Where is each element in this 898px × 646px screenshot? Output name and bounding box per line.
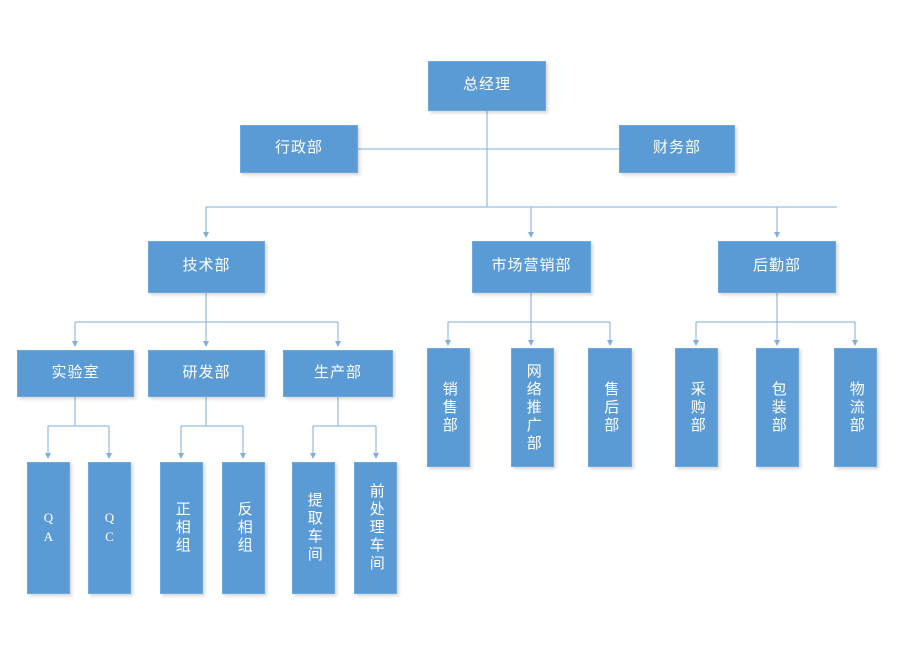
node-packaging-dept[interactable]: 包装部 <box>756 348 799 467</box>
node-qc[interactable]: Q C <box>88 462 131 594</box>
node-administration-dept[interactable]: 行政部 <box>240 125 358 173</box>
node-reverse-phase-group[interactable]: 反相组 <box>222 462 265 594</box>
node-extraction-workshop[interactable]: 提取车间 <box>292 462 335 594</box>
node-after-sales-dept[interactable]: 售后部 <box>588 348 632 467</box>
node-marketing-dept[interactable]: 市场营销部 <box>472 241 591 293</box>
node-pretreatment-workshop[interactable]: 前处理车间 <box>354 462 397 594</box>
node-normal-phase-group[interactable]: 正相组 <box>160 462 203 594</box>
node-support-dept[interactable]: 后勤部 <box>718 241 836 293</box>
node-rd-dept[interactable]: 研发部 <box>148 350 265 397</box>
node-online-promotion-dept[interactable]: 网络推广部 <box>511 348 554 467</box>
node-finance-dept[interactable]: 财务部 <box>619 125 735 173</box>
node-general-manager[interactable]: 总经理 <box>428 61 546 111</box>
node-sales-dept[interactable]: 销售部 <box>427 348 470 467</box>
node-laboratory[interactable]: 实验室 <box>17 350 134 397</box>
node-logistics-dept[interactable]: 物流部 <box>834 348 877 467</box>
node-purchasing-dept[interactable]: 采购部 <box>675 348 718 467</box>
node-qa[interactable]: Q A <box>27 462 70 594</box>
node-technical-dept[interactable]: 技术部 <box>148 241 265 293</box>
node-production-dept[interactable]: 生产部 <box>283 350 393 397</box>
